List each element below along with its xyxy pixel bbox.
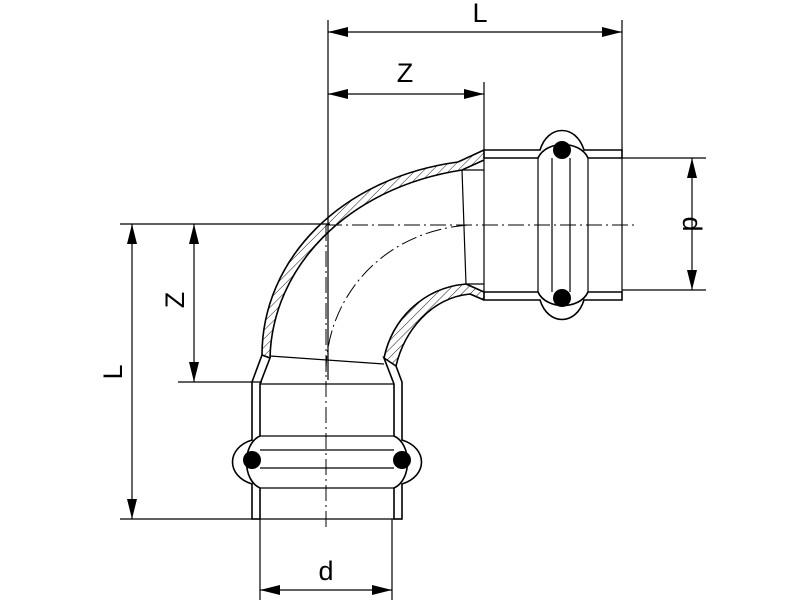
o-ring-right-bottom <box>393 451 411 469</box>
dimension-left-Z: Z <box>160 224 199 382</box>
right-socket <box>462 129 623 321</box>
label-right-d: d <box>677 216 707 231</box>
centerlines <box>325 224 636 530</box>
label-top-Z: Z <box>397 58 414 88</box>
o-ring-top-right <box>553 141 571 159</box>
extension-lines <box>120 20 706 600</box>
label-left-Z: Z <box>160 292 190 309</box>
elbow-body <box>261 149 485 367</box>
dimension-top-L: L <box>328 0 622 37</box>
label-bottom-d: d <box>318 556 333 586</box>
dimension-right-d: d <box>677 158 707 290</box>
dimension-bottom-d: d <box>260 556 392 595</box>
o-ring-left-bottom <box>243 451 261 469</box>
label-top-L: L <box>472 0 487 28</box>
dimension-left-L: L <box>98 224 137 519</box>
bottom-socket <box>231 353 423 520</box>
dimension-top-Z: Z <box>328 58 484 99</box>
label-left-L: L <box>98 364 128 379</box>
o-ring-bottom-right <box>553 289 571 307</box>
